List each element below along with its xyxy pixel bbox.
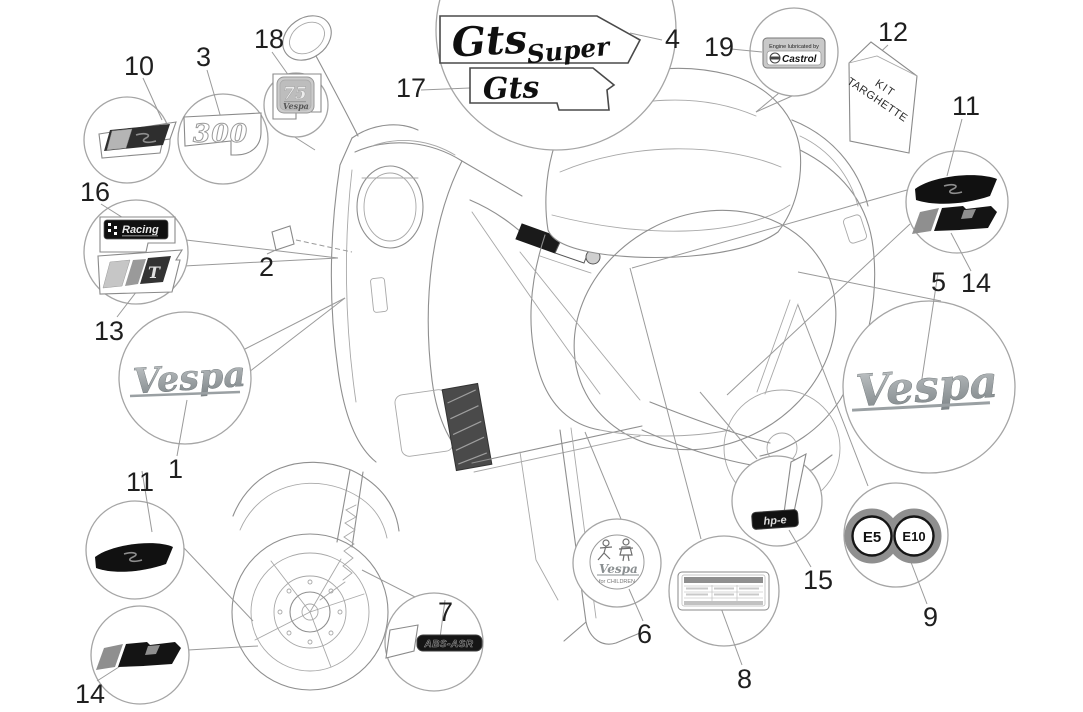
part-number-11-right: 11 (952, 91, 980, 121)
decal-t-stripe-badge: T (97, 249, 184, 295)
decal-castrol-header: Engine lubricated by (769, 44, 819, 50)
decal-abs-asr-text: ABS-ASR (423, 639, 473, 650)
part-number-12: 12 (878, 17, 908, 47)
part-number-13: 13 (94, 316, 124, 346)
decal-castrol-brand: Castrol (782, 54, 817, 65)
part-number-17: 17 (396, 73, 426, 103)
decal-hpe-badge: hp-e (751, 452, 807, 530)
part-number-7: 7 (438, 597, 453, 627)
decal-racing-badge: Racing (99, 216, 176, 253)
decal-fuel-e10-text: E10 (902, 529, 925, 544)
decal-75-vespa-script: Vespa (283, 101, 309, 111)
decal-t-letter: T (148, 263, 161, 282)
decal-children-script: Vespa (599, 562, 638, 576)
part-number-6: 6 (637, 619, 652, 649)
decal-stripe-left (96, 642, 181, 670)
number-leader-lines (96, 32, 972, 682)
decal-small-plate-2 (271, 225, 295, 251)
part-number-18: 18 (254, 24, 284, 54)
part-number-11-left: 11 (126, 467, 154, 497)
decal-kit-targhette-envelope: KIT TARGHETTE (845, 41, 918, 154)
part-number-19: 19 (704, 32, 734, 62)
decal-tyre-pressure-label (677, 571, 770, 611)
callout-circle-5 (842, 300, 1016, 474)
part-number-5: 5 (931, 267, 946, 297)
part-number-4: 4 (665, 24, 680, 54)
decal-75-number: 75 (283, 84, 307, 104)
part-number-3: 3 (196, 42, 211, 72)
part-number-14-right: 14 (961, 268, 991, 298)
decal-gts-plate: Gts (469, 67, 616, 111)
leader-lines (183, 92, 942, 651)
decal-300-badge: 300 (183, 112, 262, 156)
decal-s-swoosh-left (95, 543, 173, 572)
decal-gts-super-plate: Gts Super (439, 15, 642, 69)
decal-300-text: 300 (193, 119, 248, 148)
decal-children-caption: for CHILDREN (599, 579, 635, 585)
decal-stripe-right (912, 206, 997, 234)
part-number-16: 16 (80, 177, 110, 207)
part-number-8: 8 (737, 664, 752, 694)
decal-s-plate-badge (98, 121, 177, 159)
decal-fuel-e5-e10: E5 E10 (844, 508, 942, 564)
part-number-9: 9 (923, 602, 938, 632)
decal-vespa-script-left: Vespa (129, 354, 247, 403)
part-number-15: 15 (803, 565, 833, 595)
decal-racing-text: Racing (122, 224, 159, 236)
callout-circle-15 (731, 455, 823, 547)
decal-castrol-label: Engine lubricated by Castrol (762, 37, 826, 69)
decal-fuel-e5-text: E5 (863, 529, 881, 546)
part-number-14-left: 14 (75, 679, 105, 709)
decal-gts-super-main: Gts (451, 16, 529, 67)
part-number-2: 2 (259, 252, 274, 282)
decal-hpe-text: hp-e (763, 514, 787, 528)
decal-75-anniversary-badge: 75 Vespa (272, 73, 322, 120)
decal-abs-asr-badge: ABS-ASR (385, 624, 483, 659)
part-number-1: 1 (168, 454, 183, 484)
decal-vespa-for-children: Vespa for CHILDREN (589, 534, 645, 590)
part-numbers: 10 3 18 17 4 19 12 11 5 14 16 2 13 1 11 … (75, 17, 991, 709)
decal-vespa-script-right: Vespa (851, 356, 1000, 418)
part-number-10: 10 (124, 51, 154, 81)
callout-circle-1 (118, 311, 252, 445)
decal-s-swoosh-right (915, 175, 997, 204)
decal-gts-text: Gts (482, 70, 540, 107)
